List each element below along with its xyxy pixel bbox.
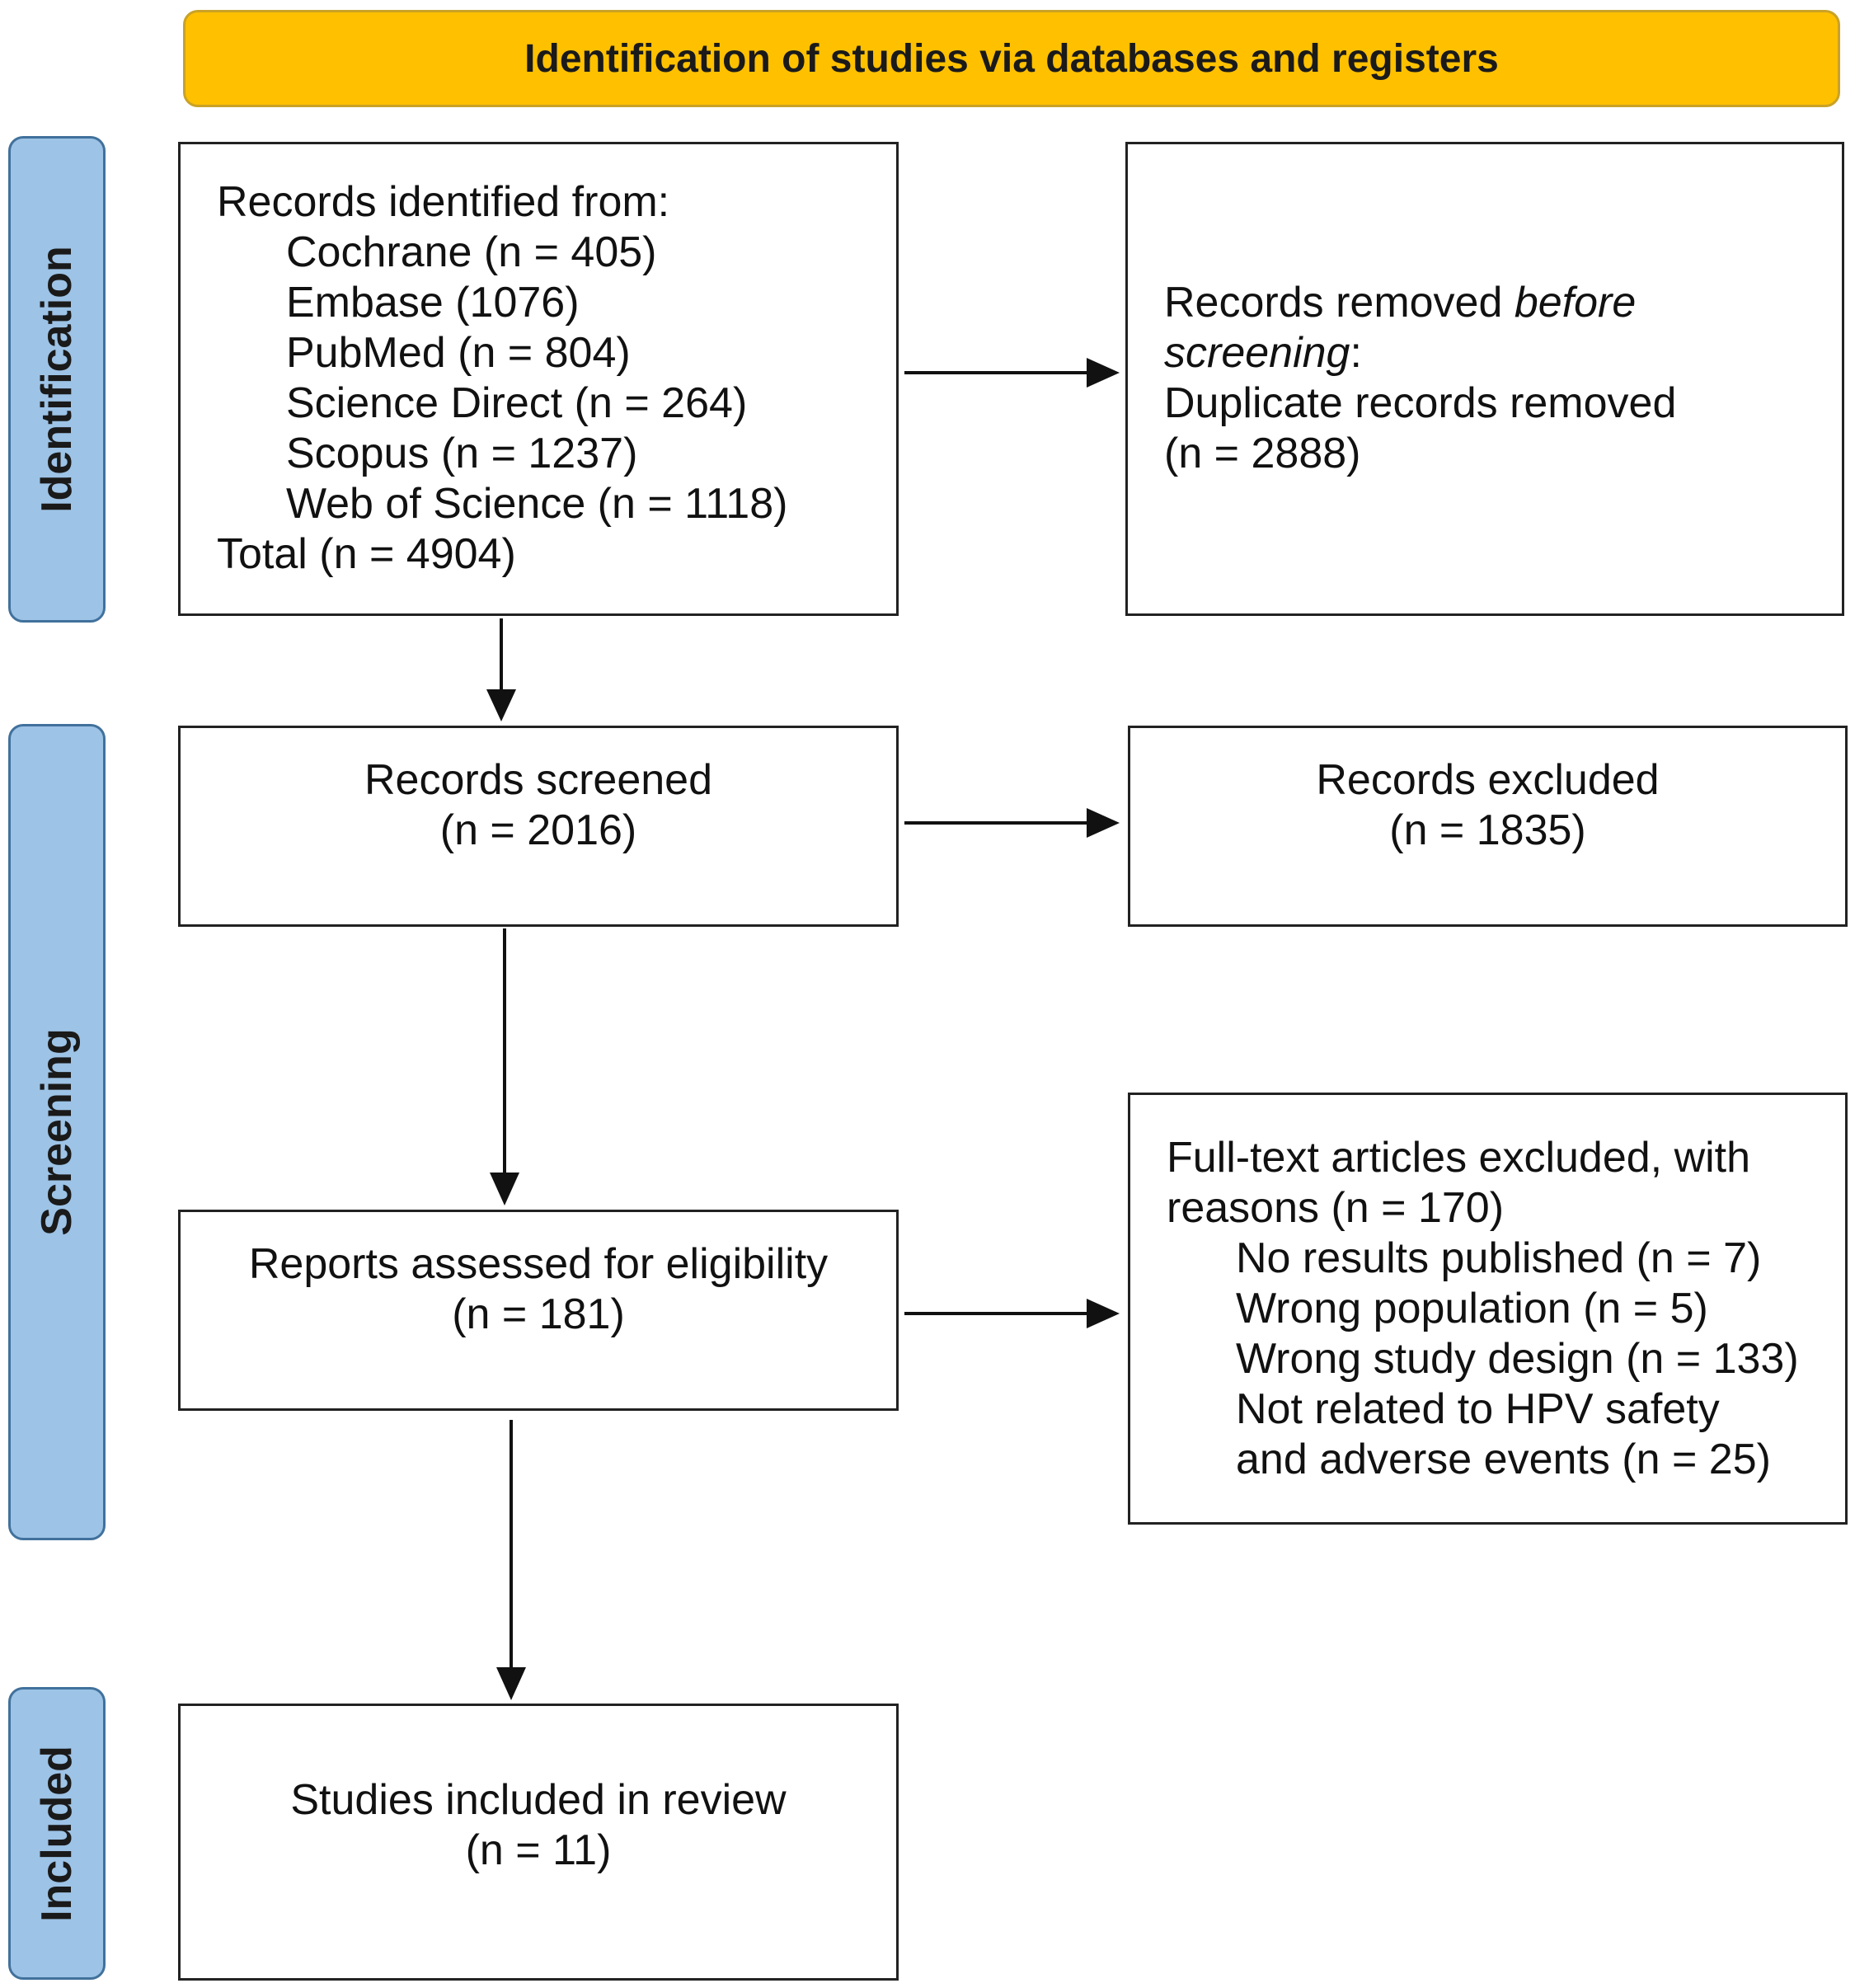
phase-included: Included [8,1687,106,1980]
records-screened-count: (n = 2016) [439,806,637,854]
records-screened-label: Records screened [364,756,712,804]
source-item: Science Direct (n = 264) [286,379,748,427]
reports-assessed-label: Reports assessed for eligibility [248,1240,829,1288]
arrow-to-records-excluded [904,808,1120,838]
arrow-to-studies-included [496,1420,526,1700]
reports-assessed-box: Reports assessed for eligibility (n = 18… [178,1210,899,1411]
header-banner: Identification of studies via databases … [183,10,1840,107]
studies-included-label: Studies included in review [290,1776,787,1824]
records-identified-total: Total (n = 4904) [217,530,516,578]
records-removed-line2: screening: [1164,328,1842,378]
records-excluded-count: (n = 1835) [1389,806,1586,854]
records-removed-line1: Records removed before [1164,278,1842,328]
studies-included-count: (n = 11) [465,1826,612,1874]
records-excluded-label: Records excluded [1316,756,1660,804]
phase-identification: Identification [8,136,106,623]
exclusion-reason: Not related to HPV safety [1236,1385,1720,1433]
source-item: Cochrane (n = 405) [286,228,657,276]
records-identified-box: Records identified from: Cochrane (n = 4… [178,142,899,616]
source-item: Web of Science (n = 1118) [286,480,788,528]
studies-included-box: Studies included in review (n = 11) [178,1704,899,1981]
arrow-to-records-screened [486,618,516,721]
fulltext-excluded-box: Full-text articles excluded, with reason… [1128,1093,1848,1525]
source-item: Scopus (n = 1237) [286,430,638,477]
records-removed-colon: : [1350,329,1362,377]
arrow-to-fulltext-excluded [904,1299,1120,1328]
records-identified-heading: Records identified from: [217,178,670,226]
exclusion-reason: No results published (n = 7) [1236,1234,1762,1282]
reports-assessed-count: (n = 181) [452,1290,625,1338]
phase-screening: Screening [8,724,106,1540]
records-screened-box: Records screened (n = 2016) [178,726,899,927]
records-removed-prefix: Records removed [1164,279,1515,327]
fulltext-excluded-line2: reasons (n = 170) [1167,1184,1505,1232]
source-item: PubMed (n = 804) [286,329,631,377]
exclusion-reason: and adverse events (n = 25) [1236,1436,1771,1483]
arrow-to-records-removed [904,358,1120,388]
source-item: Embase (1076) [286,279,580,327]
fulltext-excluded-line1: Full-text articles excluded, with [1167,1134,1751,1182]
records-removed-count: (n = 2888) [1164,430,1361,477]
records-excluded-box: Records excluded (n = 1835) [1128,726,1848,927]
exclusion-reason: Wrong study design (n = 133) [1236,1335,1799,1383]
records-removed-line3: Duplicate records removed [1164,379,1677,427]
exclusion-reason: Wrong population (n = 5) [1236,1285,1708,1332]
records-removed-box: Records removed before screening: Duplic… [1125,142,1844,616]
arrow-to-reports-assessed [490,928,519,1205]
records-removed-before: before [1514,279,1637,327]
records-removed-screening: screening [1164,329,1350,377]
